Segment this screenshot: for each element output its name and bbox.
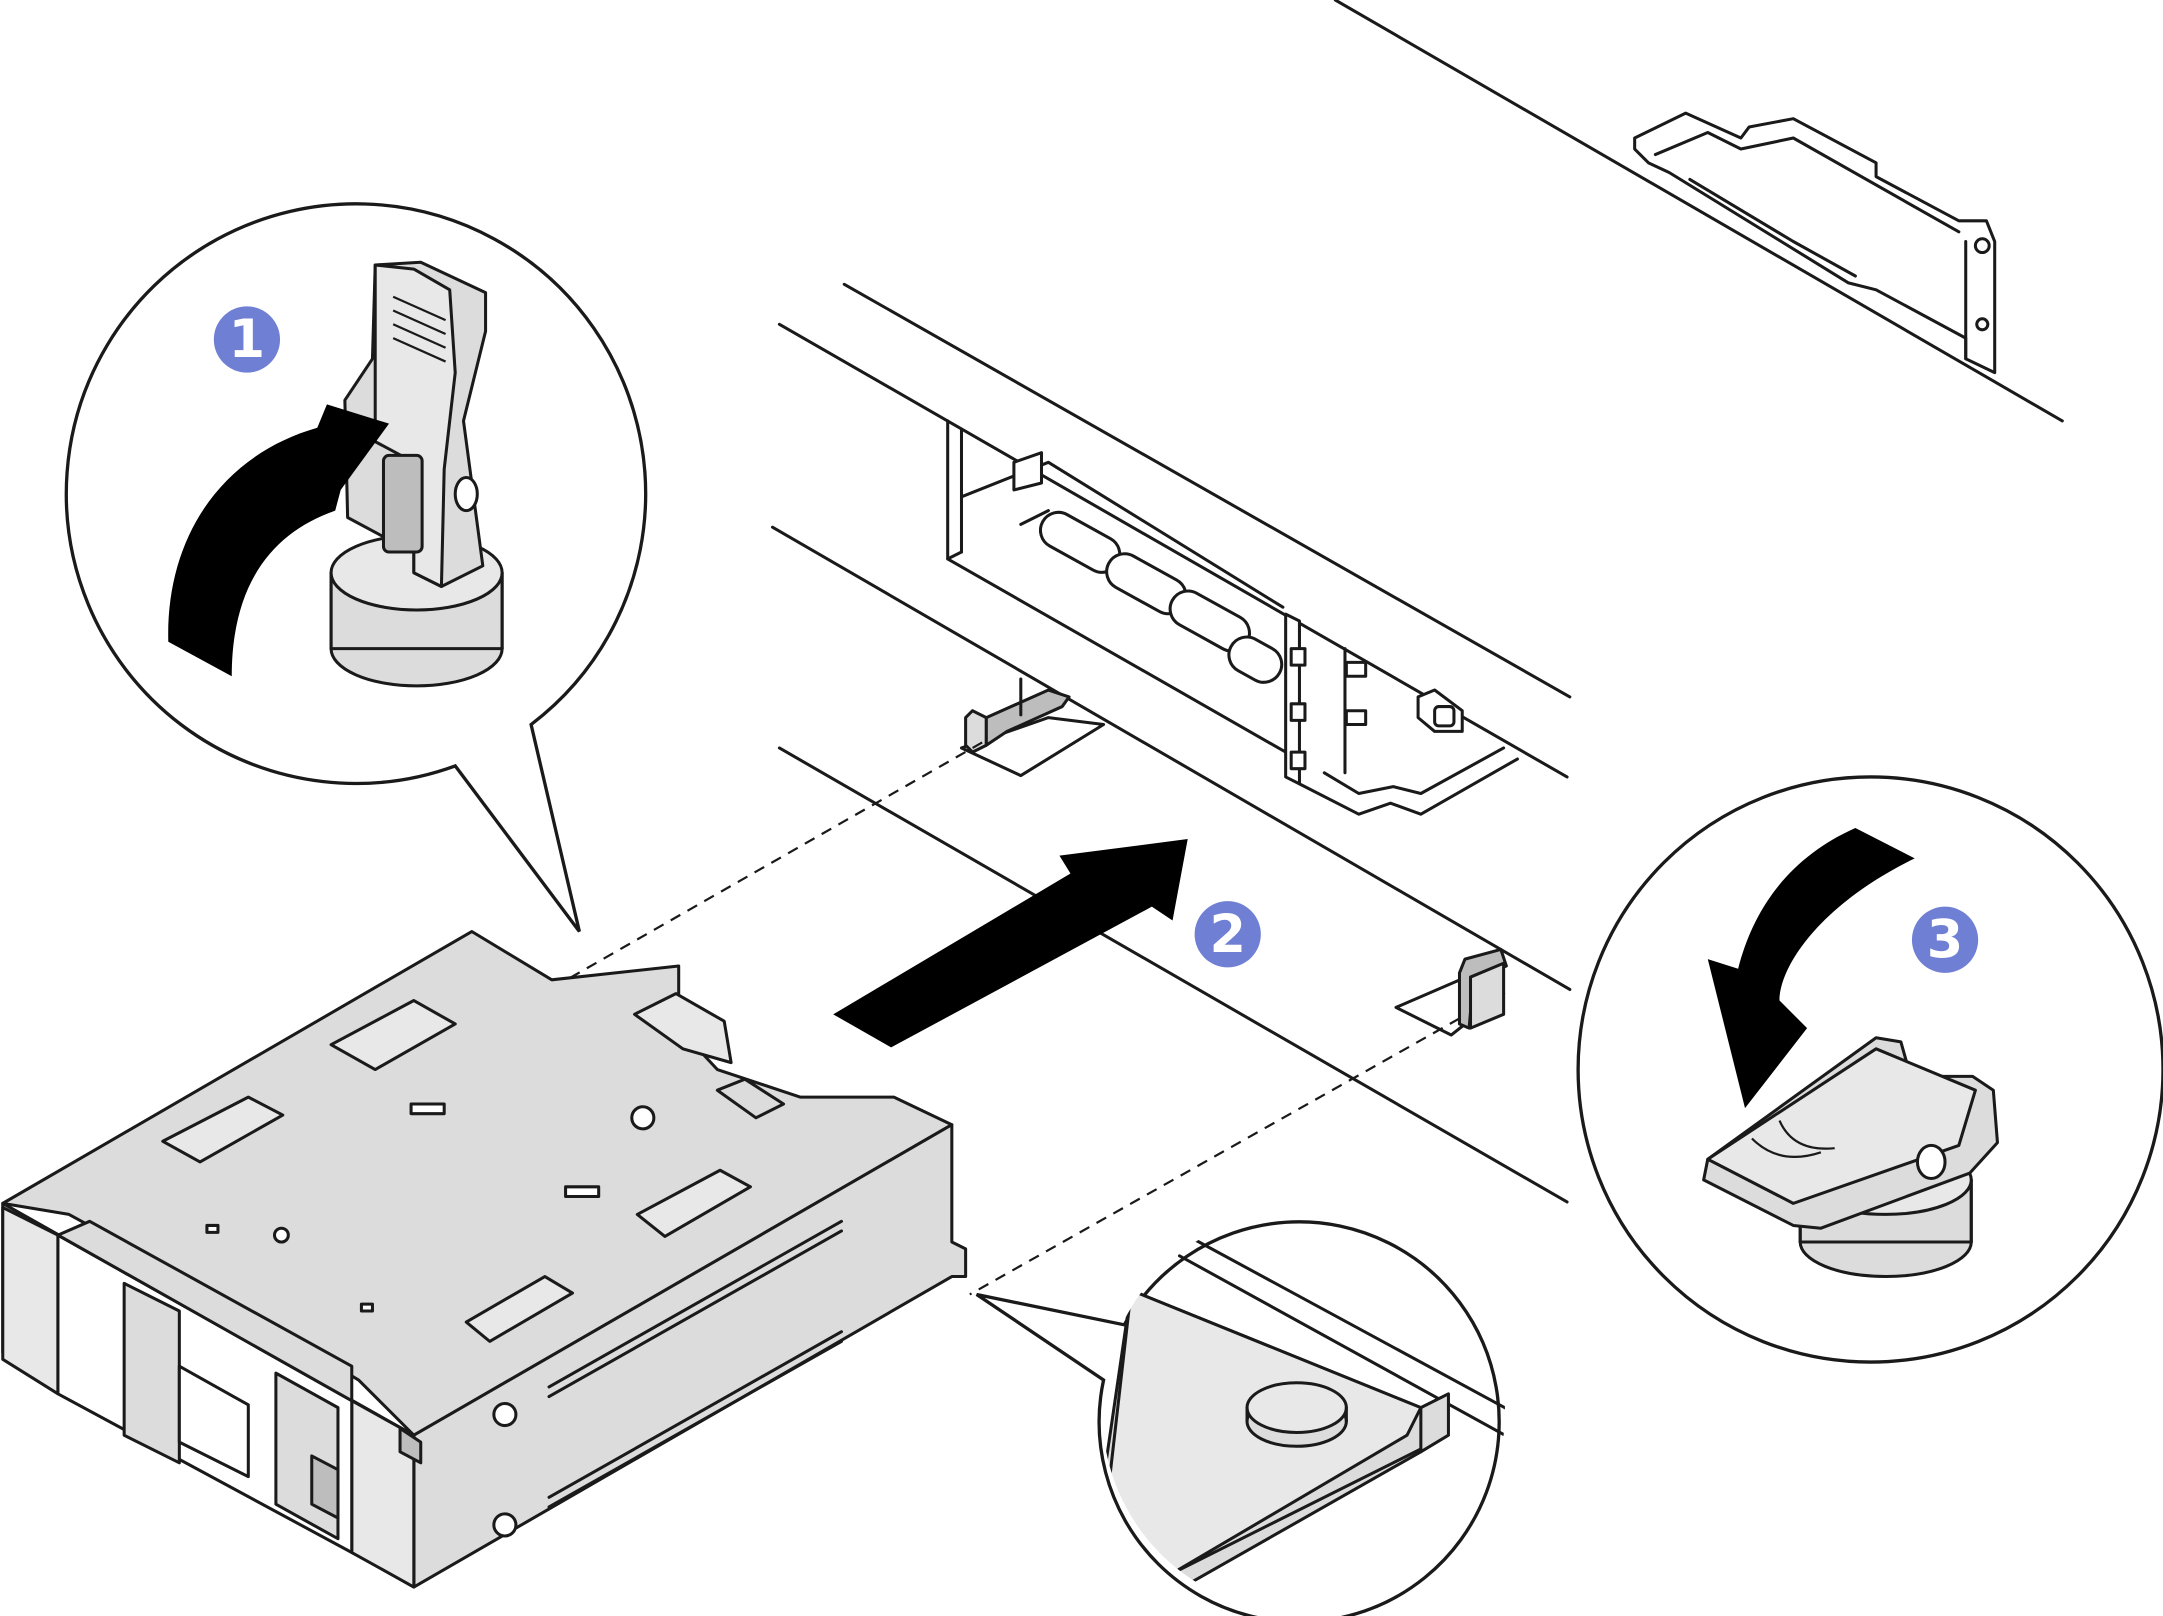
step-badge-circle-3 [1911, 906, 1979, 973]
callout-step-3 [1576, 775, 2163, 1364]
step-number-1: 1 [229, 309, 265, 370]
drive-cage-module [1, 929, 968, 1589]
step-number-2: 2 [1209, 904, 1245, 965]
chassis-outline [770, 0, 2064, 1204]
step-number-3: 3 [1927, 909, 1963, 970]
step-badge-circle-1 [213, 306, 281, 373]
step-badge-2: 2 [1194, 901, 1261, 968]
step-badge-circle-2 [1194, 901, 1261, 968]
callout-rail-detail [975, 1220, 1505, 1616]
step-badge-1: 1 [213, 306, 281, 373]
callout-step-1 [64, 202, 648, 933]
slide-in-arrow [833, 839, 1188, 1048]
left-rail-clip [959, 677, 1106, 778]
rear-connector-bracket [1633, 111, 1997, 375]
alignment-guides [553, 741, 1461, 1296]
right-rail-clip [1394, 947, 1508, 1037]
drive-bay-cage [946, 419, 1519, 816]
step-badge-3: 3 [1911, 906, 1979, 973]
